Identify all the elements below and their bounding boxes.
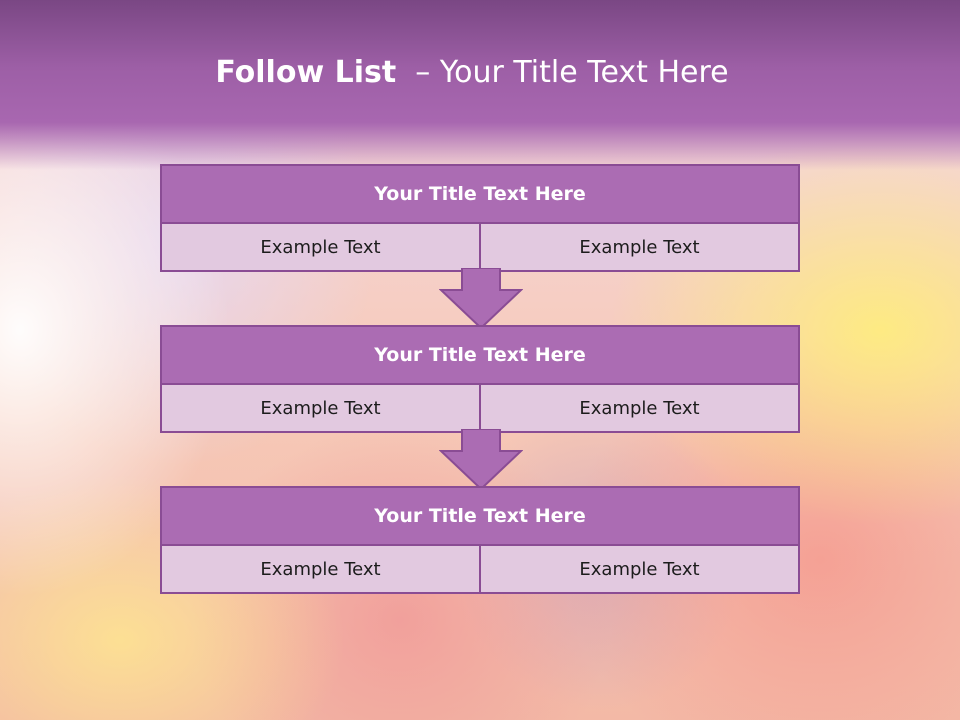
step-3-right-cell: Example Text [481, 546, 798, 592]
step-box-2: Your Title Text Here Example Text Exampl… [160, 325, 800, 433]
step-title-3: Your Title Text Here [162, 488, 798, 544]
step-2-left-cell: Example Text [162, 385, 479, 431]
step-box-1: Your Title Text Here Example Text Exampl… [160, 164, 800, 272]
slide-title-bold: Follow List [215, 55, 397, 90]
title-band [0, 0, 960, 170]
step-2-right-cell: Example Text [481, 385, 798, 431]
step-row-3: Example Text Example Text [162, 546, 798, 592]
step-1-right-cell: Example Text [481, 224, 798, 270]
step-title-1: Your Title Text Here [162, 166, 798, 222]
down-arrow-icon [439, 429, 523, 491]
down-arrow-icon [439, 268, 523, 330]
step-title-2: Your Title Text Here [162, 327, 798, 383]
step-row-2: Example Text Example Text [162, 385, 798, 431]
slide-title-rest: – Your Title Text Here [396, 55, 729, 90]
step-3-left-cell: Example Text [162, 546, 479, 592]
slide-title: Follow List – Your Title Text Here [0, 55, 944, 90]
step-box-3: Your Title Text Here Example Text Exampl… [160, 486, 800, 594]
step-row-1: Example Text Example Text [162, 224, 798, 270]
step-1-left-cell: Example Text [162, 224, 479, 270]
